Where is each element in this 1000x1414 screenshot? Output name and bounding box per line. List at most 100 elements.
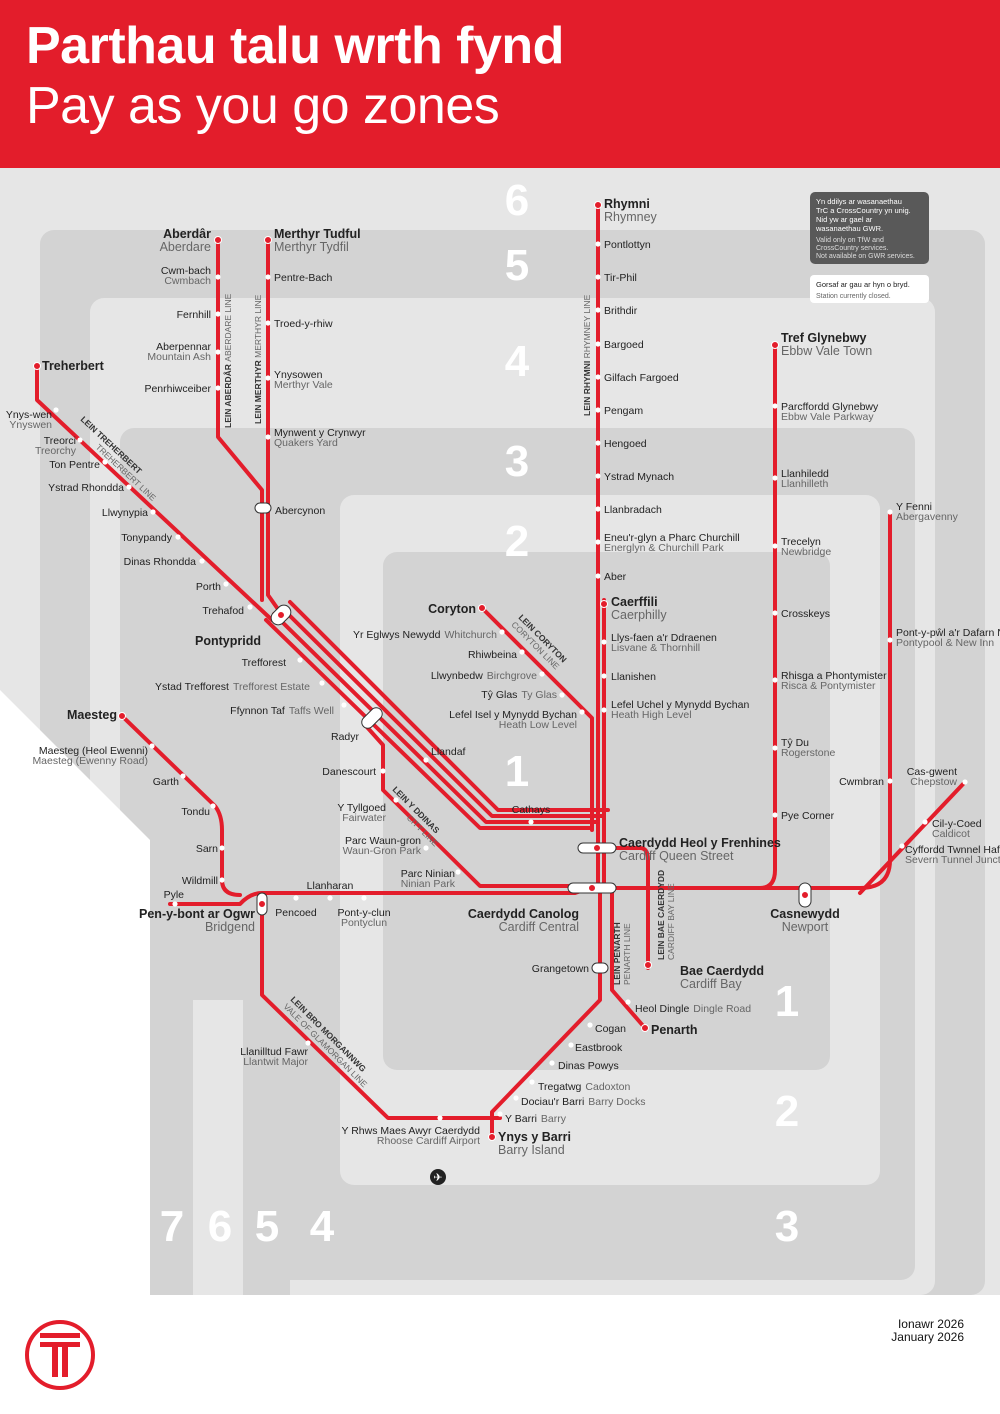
station: Pont-y-pŵl a'r Dafarn NewyddPontypool & … xyxy=(887,627,1000,649)
station-dot xyxy=(601,673,607,679)
maesteg-line xyxy=(120,714,242,897)
station: Tondu xyxy=(181,803,216,818)
station: Coryton xyxy=(428,602,486,616)
zone-number: 1 xyxy=(505,747,529,796)
station-name: Ton Pentre xyxy=(49,459,100,471)
station-dot xyxy=(264,236,272,244)
station-dot xyxy=(600,600,608,608)
station: Penarth xyxy=(641,1023,698,1037)
station-dot xyxy=(962,779,968,785)
trunk-line-1 xyxy=(264,618,592,830)
station-name: Dinas Rhondda xyxy=(124,556,197,568)
station-dot xyxy=(361,895,367,901)
station-dot xyxy=(499,629,505,635)
station-dot xyxy=(265,434,271,440)
station-dot xyxy=(259,507,265,513)
station-dot xyxy=(595,307,601,313)
station-name: Hengoed xyxy=(604,438,647,450)
zone-number: 3 xyxy=(505,437,529,486)
station-dot xyxy=(595,274,601,280)
station-dot xyxy=(899,843,905,849)
station-dot xyxy=(215,349,221,355)
station-name: Brithdir xyxy=(604,305,638,317)
title-english: Pay as you go zones xyxy=(26,77,500,135)
zone-number: 7 xyxy=(160,1202,184,1251)
station-dot xyxy=(625,999,631,1005)
station-dot xyxy=(595,407,601,413)
station-name: Radyr xyxy=(331,731,360,743)
bay-line xyxy=(608,846,650,970)
station-dot xyxy=(601,639,607,645)
zone-number: 5 xyxy=(255,1202,279,1251)
station-dot xyxy=(149,743,155,749)
station: Bargoed xyxy=(595,339,644,351)
station-name: Pye Corner xyxy=(781,810,835,822)
station-dot xyxy=(265,375,271,381)
station-name: Pont-y-pŵl a'r Dafarn NewyddPontypool & … xyxy=(896,627,1000,649)
line-name-cardiff-bay: LEIN BAE CAERDYDDCARDIFF BAY LINE xyxy=(656,870,676,960)
station-dot xyxy=(102,459,108,465)
station: Cwmbran xyxy=(839,776,893,788)
station-dot xyxy=(587,1022,593,1028)
station-name: Pyle xyxy=(164,889,185,901)
station: Pengam xyxy=(595,405,643,417)
station-dot xyxy=(265,320,271,326)
rail-lines xyxy=(35,203,967,1139)
station-name: Llanbradach xyxy=(604,504,662,516)
station-dot xyxy=(595,440,601,446)
station-dot xyxy=(455,869,461,875)
trunk-line-3 xyxy=(280,606,604,818)
station-dot xyxy=(644,961,652,969)
station-name: Cathays xyxy=(512,804,551,816)
station-dot xyxy=(126,484,132,490)
legend: Yn ddilys ar wasanaethau TrC a CrossCoun… xyxy=(810,192,929,303)
line-name-merthyr: LEIN MERTHYR MERTHYR LINE xyxy=(253,294,263,424)
station-dot xyxy=(519,649,525,655)
station-name: Sarn xyxy=(196,843,218,855)
station-dot xyxy=(393,797,399,803)
station-dot xyxy=(293,895,299,901)
barry-line xyxy=(490,886,602,1139)
station-dot xyxy=(53,407,59,413)
header-banner: Parthau talu wrth fynd Pay as you go zon… xyxy=(0,0,1000,168)
station: Gilfach Fargoed xyxy=(595,372,679,384)
station-dot xyxy=(369,715,375,721)
station-dot xyxy=(772,610,778,616)
station: Porth xyxy=(196,581,229,593)
station-name: Wildmill xyxy=(182,875,218,887)
station-name: Trefforest xyxy=(242,657,286,669)
station-dot xyxy=(214,236,222,244)
station: Grangetown xyxy=(532,963,603,975)
station-dot xyxy=(219,845,225,851)
station-dot xyxy=(887,778,893,784)
station-name: Crosskeys xyxy=(781,608,830,620)
station: Pontlottyn xyxy=(595,239,651,251)
station-dot xyxy=(595,473,601,479)
